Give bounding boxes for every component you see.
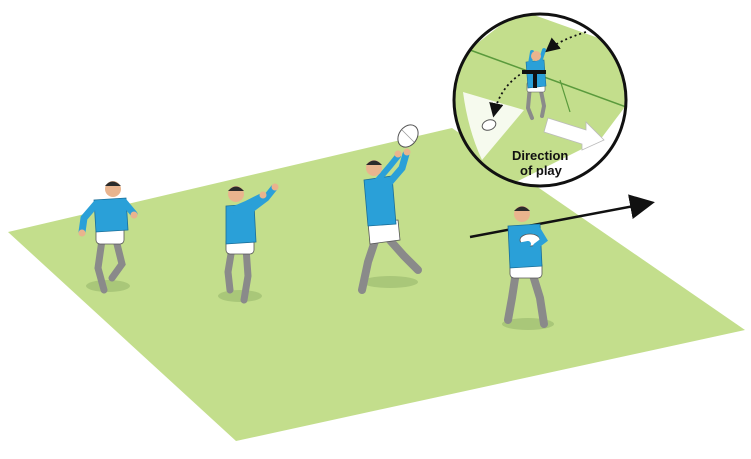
rugby-ball-icon bbox=[397, 124, 419, 148]
inset-drop-arrow bbox=[489, 71, 525, 118]
inset-direction-arrow bbox=[543, 117, 605, 151]
inset-circle: Direction of play bbox=[452, 12, 628, 188]
player-4-ball-carrier-icon bbox=[502, 206, 554, 330]
inset-ball-icon bbox=[481, 119, 497, 131]
direction-arrow bbox=[469, 194, 655, 239]
player-3-catching-icon bbox=[358, 148, 422, 294]
player-1-running-icon bbox=[78, 181, 138, 294]
inset-player-icon bbox=[522, 48, 547, 120]
inset-label-line2: of play bbox=[520, 163, 563, 178]
inset-label-line1: Direction bbox=[512, 148, 568, 163]
player-2-receiving-icon bbox=[218, 183, 279, 304]
